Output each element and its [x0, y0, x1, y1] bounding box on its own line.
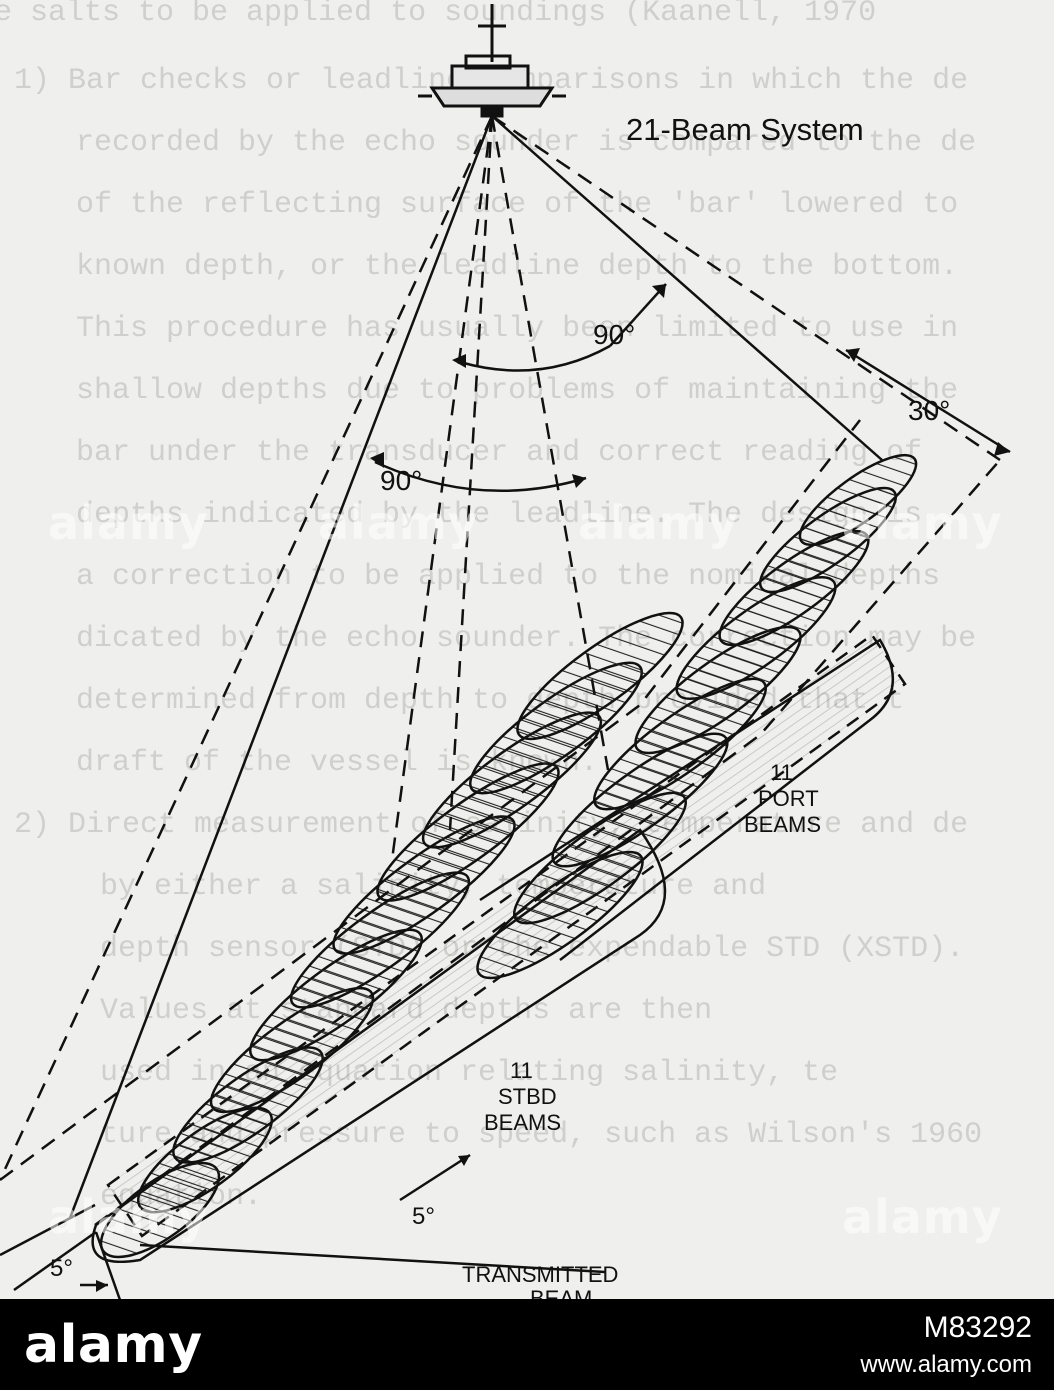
- watermark: alamy: [318, 496, 479, 550]
- bg-line: used in an equation relating salinity, t…: [100, 1056, 838, 1090]
- bg-line: shallow depths due to problems of mainta…: [76, 374, 958, 408]
- bg-line: recorded by the echo sounder is compared…: [76, 126, 976, 160]
- outer-beam-line: [68, 115, 494, 1219]
- outer-beam-line: [491, 115, 883, 461]
- beam-footprint: [798, 453, 918, 547]
- transmitted-beam-label-line1: TRANSMITTED: [462, 1262, 618, 1287]
- alamy-logo: alamy: [24, 1314, 203, 1375]
- inner-beam-line: [490, 115, 610, 771]
- bg-line: This procedure has usually been limited …: [76, 312, 958, 346]
- bg-line: depths indicated by the leadline. The de…: [76, 498, 922, 532]
- angle-arc-mid: [374, 460, 587, 493]
- angle-arc-top: [459, 344, 611, 372]
- watermark: alamy: [48, 1190, 209, 1244]
- stock-footer-bar: alamy M83292 www.alamy.com: [0, 1299, 1054, 1390]
- beam-width-label-right: 5°: [412, 1203, 435, 1230]
- image-id: M83292: [923, 1311, 1032, 1345]
- port-label-line1: PORT: [758, 786, 819, 811]
- angle-arcs: [370, 283, 1011, 493]
- bg-line: bar under the transducer and correct rea…: [76, 436, 922, 470]
- watermark: alamy: [578, 496, 739, 550]
- beam-width-label-left: 5°: [50, 1255, 73, 1282]
- bg-line: of the reflecting surface of the 'bar' l…: [76, 188, 958, 222]
- beam-fan: [0, 114, 1001, 1219]
- watermark: alamy: [842, 496, 1003, 550]
- bg-line: e salts to be applied to soundings (Kaan…: [0, 0, 876, 30]
- stbd-label-line2: BEAMS: [484, 1110, 561, 1135]
- port-count-label: 11: [770, 760, 793, 785]
- stbd-label-line1: STBD: [498, 1084, 557, 1109]
- beam-footprint: [516, 611, 684, 741]
- dimension-markers: [0, 1153, 606, 1300]
- transmitted-beam-label-line2: BEAM: [530, 1286, 592, 1300]
- swath-outline-front: [91, 828, 667, 1264]
- angle-label-top: 90°: [593, 319, 635, 350]
- angle-label-30: 30°: [908, 395, 950, 426]
- system-label: 21-Beam System: [626, 112, 864, 147]
- ship-icon: [418, 4, 566, 118]
- multibeam-sonar-diagram: e salts to be applied to soundings (Kaan…: [0, 0, 1011, 1300]
- footer-url: www.alamy.com: [860, 1350, 1032, 1378]
- footer-info: M83292 www.alamy.com: [860, 1308, 1032, 1381]
- inner-beam-line: [448, 115, 494, 831]
- inner-beam-line: [390, 115, 494, 861]
- angle-label-mid: 90°: [380, 465, 422, 496]
- watermark: alamy: [48, 496, 209, 550]
- dimension-line-30: [845, 348, 1011, 454]
- swath-edge-line: [0, 115, 494, 1181]
- port-label-line2: BEAMS: [744, 812, 821, 837]
- swath-outline-back: [479, 638, 895, 961]
- swath-floor: [0, 419, 1001, 1264]
- bg-line: dicated by the echo sounder. The correct…: [76, 622, 976, 656]
- stbd-count-label: 11: [510, 1058, 533, 1083]
- watermark: alamy: [842, 1190, 1003, 1244]
